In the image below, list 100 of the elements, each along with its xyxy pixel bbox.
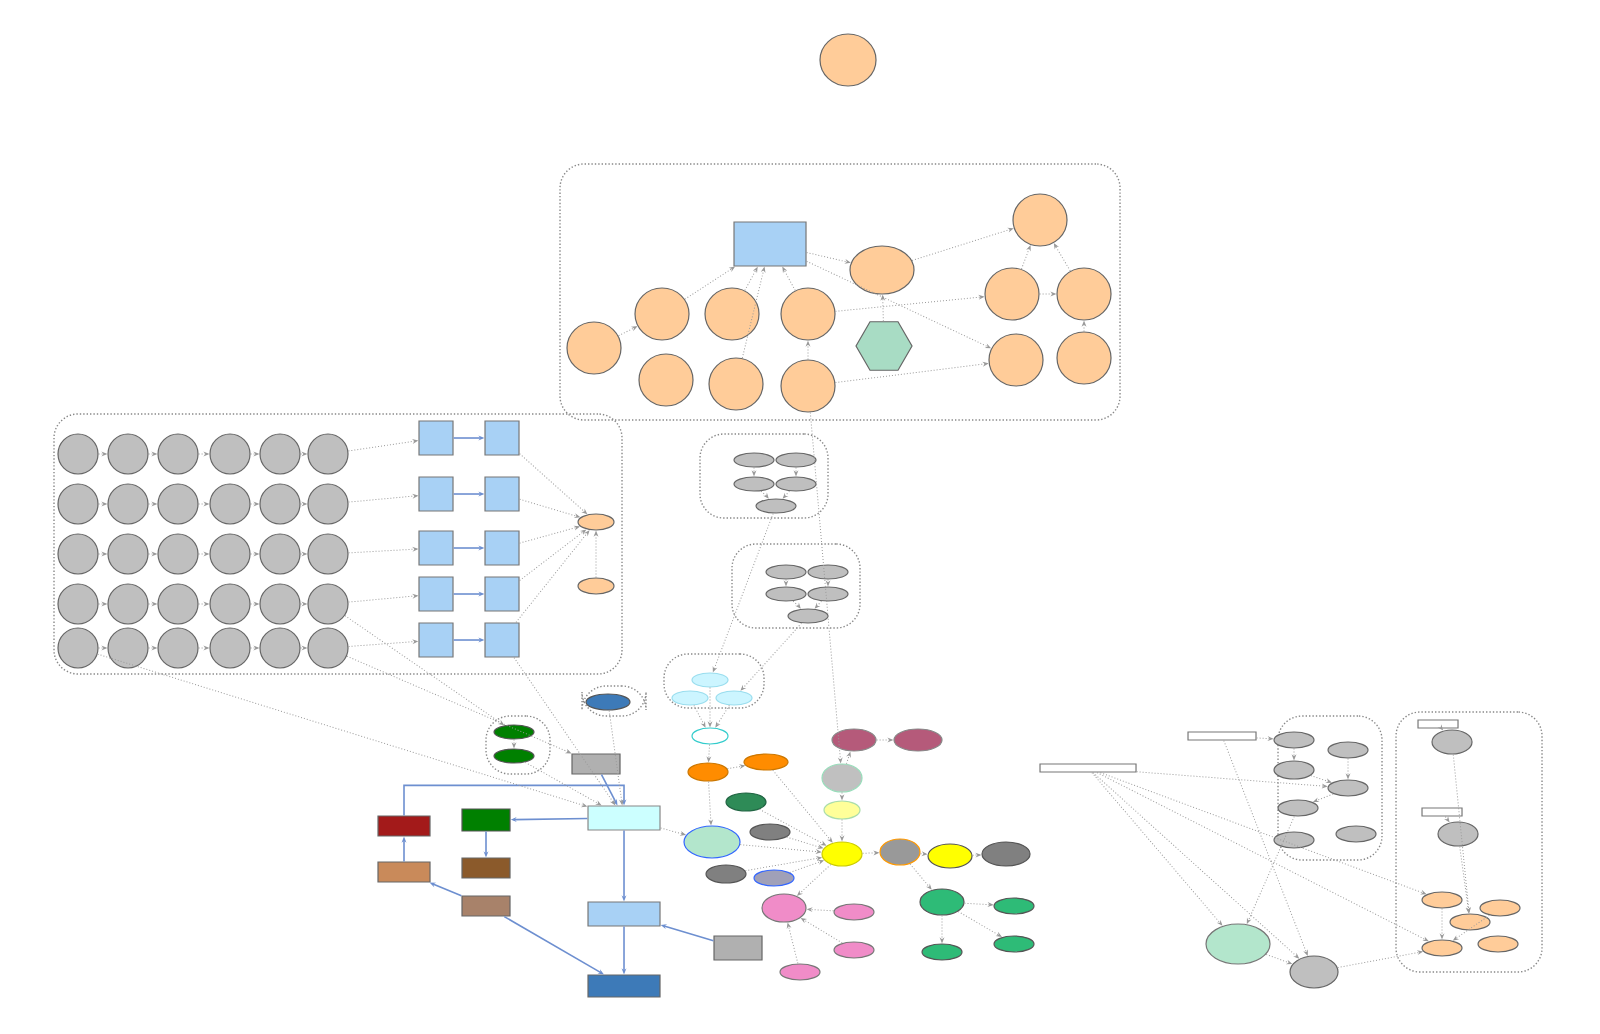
box-node xyxy=(1039,763,1137,773)
oval-node xyxy=(1421,939,1463,957)
connector-arrow xyxy=(797,864,832,896)
connector-arrow xyxy=(784,579,788,586)
oval-node xyxy=(577,577,615,595)
oval-node xyxy=(753,869,795,887)
connector-arrow xyxy=(250,552,259,556)
oval-node xyxy=(57,483,99,525)
oval-node xyxy=(1449,913,1491,931)
oval-node xyxy=(107,533,149,575)
box-node xyxy=(461,895,511,917)
connector-arrow xyxy=(739,844,821,854)
oval-node xyxy=(157,627,199,669)
connector-arrow xyxy=(726,764,745,770)
box-node xyxy=(418,420,454,456)
connector-arrow xyxy=(972,853,981,857)
oval-node xyxy=(715,690,753,706)
oval-node xyxy=(1335,825,1377,843)
oval-node xyxy=(927,843,973,869)
connector-arrow xyxy=(1310,775,1332,783)
oval-node xyxy=(775,476,817,492)
box-node xyxy=(461,857,511,879)
connector-arrow xyxy=(708,687,712,727)
box-node xyxy=(587,974,661,998)
oval-node xyxy=(1205,923,1271,965)
oval-node xyxy=(259,583,301,625)
connector-arrow xyxy=(1346,758,1350,779)
oval-node xyxy=(691,672,729,688)
box-node xyxy=(484,576,520,612)
oval-node xyxy=(307,483,349,525)
oval-node xyxy=(765,586,807,602)
oval-node xyxy=(691,727,729,745)
oval-node xyxy=(725,792,767,812)
connector-arrow xyxy=(1438,725,1443,731)
connector-arrow xyxy=(513,657,616,805)
oval-node xyxy=(988,333,1044,387)
connector-arrow xyxy=(1246,815,1295,924)
oval-node xyxy=(733,452,775,468)
connector-arrow xyxy=(801,918,843,944)
box-node xyxy=(571,753,621,775)
oval-node xyxy=(157,433,199,475)
oval-node xyxy=(1277,799,1319,817)
oval-node xyxy=(833,941,875,959)
group-frame xyxy=(1277,715,1383,861)
oval-node xyxy=(984,267,1040,321)
oval-node xyxy=(761,893,807,923)
oval-node xyxy=(1477,935,1519,953)
connector-arrow xyxy=(198,602,209,606)
oval-node xyxy=(849,245,915,295)
oval-node xyxy=(638,353,694,407)
oval-node xyxy=(1273,731,1315,749)
oval-node xyxy=(307,583,349,625)
connector-arrow xyxy=(250,646,259,650)
oval-node xyxy=(209,627,251,669)
connector-arrow xyxy=(1136,771,1327,788)
group-frame xyxy=(699,433,829,519)
connector-arrow xyxy=(919,852,927,856)
box-node xyxy=(418,530,454,566)
oval-node xyxy=(755,498,797,514)
connector-arrow xyxy=(862,851,879,855)
connector-arrow xyxy=(693,704,706,727)
oval-node xyxy=(1421,891,1463,909)
connector-arrow xyxy=(881,295,885,322)
connector-arrow xyxy=(840,819,844,841)
oval-node xyxy=(1289,955,1339,989)
oval-node xyxy=(57,533,99,575)
connector-arrow xyxy=(250,502,259,506)
oval-node xyxy=(259,627,301,669)
oval-node xyxy=(879,838,921,866)
oval-node xyxy=(157,583,199,625)
connector-arrow xyxy=(250,452,259,456)
connector-arrow xyxy=(1096,772,1429,942)
oval-node xyxy=(749,823,791,841)
oval-node xyxy=(1056,331,1112,385)
connector-arrow xyxy=(806,341,810,360)
oval-node xyxy=(807,564,849,580)
box-node xyxy=(587,901,661,927)
box-node xyxy=(418,476,454,512)
connector-arrow xyxy=(826,579,830,586)
connector-arrow xyxy=(198,502,209,506)
connector-arrow xyxy=(148,452,157,456)
oval-node xyxy=(1327,779,1369,797)
connector-arrow xyxy=(300,552,307,556)
oval-node xyxy=(687,762,729,782)
connector-arrow xyxy=(1452,754,1471,913)
connector-arrow xyxy=(198,452,209,456)
group-frame xyxy=(663,653,765,709)
connector-arrow xyxy=(744,267,758,291)
connector-arrow xyxy=(524,761,601,806)
connector-arrow xyxy=(1444,816,1450,822)
connector-arrow xyxy=(789,860,824,873)
box-node xyxy=(1187,731,1257,741)
oval-node xyxy=(1479,899,1521,917)
connector-arrow xyxy=(660,827,686,836)
box-node xyxy=(484,622,520,658)
oval-node xyxy=(209,583,251,625)
connector-arrow xyxy=(1092,772,1299,959)
oval-node xyxy=(566,321,622,375)
group-frame xyxy=(1395,711,1543,973)
oval-node xyxy=(157,483,199,525)
